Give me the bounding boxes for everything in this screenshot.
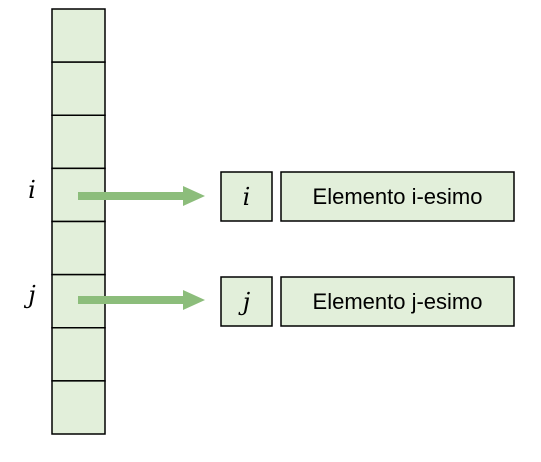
key-label-i: i <box>243 183 251 211</box>
array-cell-0 <box>51 8 106 63</box>
array-column <box>51 8 106 435</box>
array-cell-7 <box>51 380 106 435</box>
arrow-head-i <box>183 186 205 206</box>
array-cell-2 <box>51 114 106 170</box>
pointer-row-j: j j Elemento j-esimo <box>23 276 515 327</box>
array-cell-6 <box>51 327 106 382</box>
array-cell-4 <box>51 220 106 276</box>
key-box-i <box>220 171 273 222</box>
element-label-j: Elemento j-esimo <box>313 289 483 314</box>
arrow-head-j <box>183 290 205 310</box>
array-cell-1 <box>51 61 106 116</box>
element-label-i: Elemento i-esimo <box>313 184 483 209</box>
index-label-i: i <box>28 176 36 204</box>
key-box-j <box>220 276 273 327</box>
pointer-row-i: i i Elemento i-esimo <box>28 171 515 222</box>
element-box-j <box>280 276 515 327</box>
element-box-i <box>280 171 515 222</box>
index-label-j: j <box>23 281 36 309</box>
